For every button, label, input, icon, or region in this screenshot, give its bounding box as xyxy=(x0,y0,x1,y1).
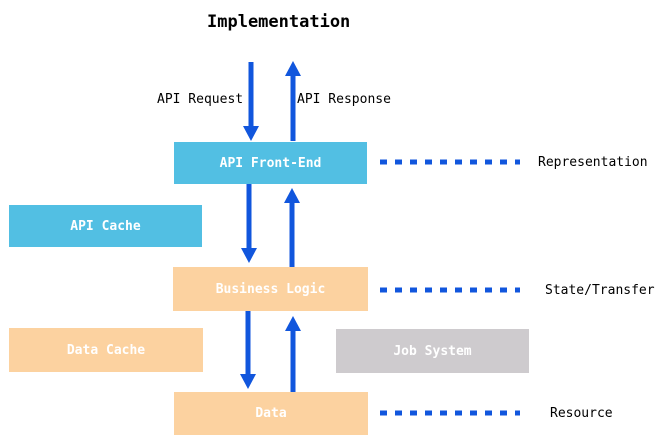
data-cache-label: Data Cache xyxy=(66,342,146,358)
api-response-label: API Response xyxy=(297,92,391,107)
frontend-to-logic-arrow xyxy=(241,184,257,263)
api-front-end-label: API Front-End xyxy=(219,155,322,171)
business-logic-label: Business Logic xyxy=(215,281,326,297)
data-cache-box: Data Cache xyxy=(9,328,203,372)
job-system-box: Job System xyxy=(336,329,529,373)
api-request-label: API Request xyxy=(157,92,244,107)
resource-label: Resource xyxy=(550,406,613,421)
data-box: Data xyxy=(174,392,368,435)
api-cache-label: API Cache xyxy=(70,218,141,234)
business-logic-box: Business Logic xyxy=(173,267,368,311)
api-cache-box: API Cache xyxy=(9,205,202,247)
data-to-logic-arrow xyxy=(285,316,301,392)
logic-to-frontend-arrow xyxy=(284,188,300,267)
logic-to-data-arrow xyxy=(240,311,256,389)
representation-label: Representation xyxy=(538,155,648,170)
job-system-label: Job System xyxy=(393,343,472,359)
api-front-end-box: API Front-End xyxy=(174,142,367,184)
api-request-arrow xyxy=(243,62,259,141)
state-transfer-label: State/Transfer xyxy=(545,283,655,298)
data-label: Data xyxy=(255,406,287,421)
diagram-title: Implementation xyxy=(207,12,351,32)
